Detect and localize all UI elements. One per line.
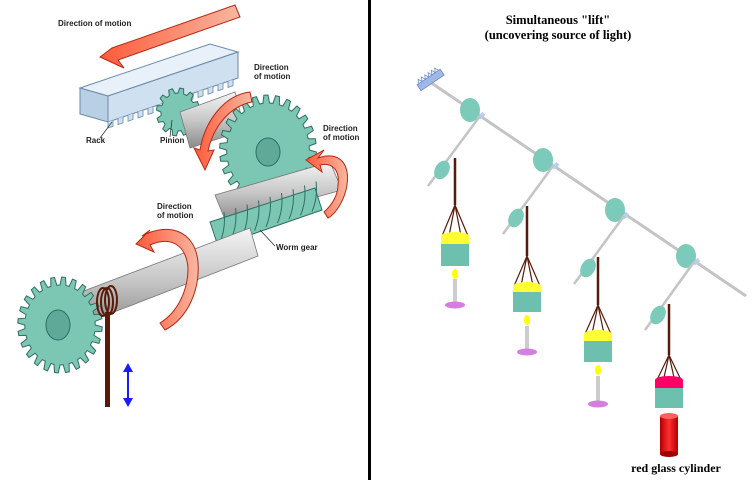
pivot-disc: [460, 98, 480, 122]
cup-1: [441, 232, 469, 266]
right-title-line2: (uncovering source of light): [485, 28, 632, 42]
double-arrow-icon: [123, 363, 133, 407]
cup-4: [655, 376, 683, 408]
direction-arrow-gear: [193, 91, 253, 172]
candle-1: [445, 269, 465, 309]
label-direction-shaft-line2: of motion: [157, 211, 194, 220]
lower-gear: [17, 276, 103, 374]
panel-divider: [368, 0, 371, 480]
caption-red-cylinder: red glass cylinder: [631, 461, 721, 475]
red-glass-cylinder: [660, 413, 678, 457]
label-pinion: Pinion: [160, 136, 185, 145]
candle-2: [517, 315, 537, 356]
cup-3: [584, 330, 612, 362]
cup-2: [513, 282, 541, 312]
winding-cord: [96, 285, 118, 407]
label-direction-shaft-line1: Direction: [157, 202, 192, 211]
pivot-disc: [605, 198, 625, 222]
direction-arrow-worm: [305, 149, 348, 219]
label-direction-rack: Direction of motion: [58, 19, 131, 28]
right-title-line1: Simultaneous "lift": [506, 13, 611, 27]
rack-and-pinion-diagram: Direction of motion Direction of motion …: [17, 4, 360, 407]
pivot-disc: [676, 244, 696, 268]
direction-arrow-rack: [99, 4, 241, 69]
label-rack: Rack: [86, 136, 106, 145]
label-direction-gear-line2: of motion: [254, 72, 291, 81]
label-direction-gear-line1: Direction: [254, 63, 289, 72]
direction-arrow-shaft: [135, 228, 199, 331]
worm-gear: [209, 181, 323, 247]
candle-3: [588, 365, 608, 408]
label-direction-worm-line1: Direction: [323, 124, 358, 133]
label-worm-gear: Worm gear: [276, 243, 318, 252]
rod-head: [416, 67, 445, 92]
pivot-disc: [533, 148, 553, 172]
lift-mechanism-diagram: Simultaneous "lift" (uncovering source o…: [416, 13, 747, 475]
label-direction-worm-line2: of motion: [323, 133, 360, 142]
